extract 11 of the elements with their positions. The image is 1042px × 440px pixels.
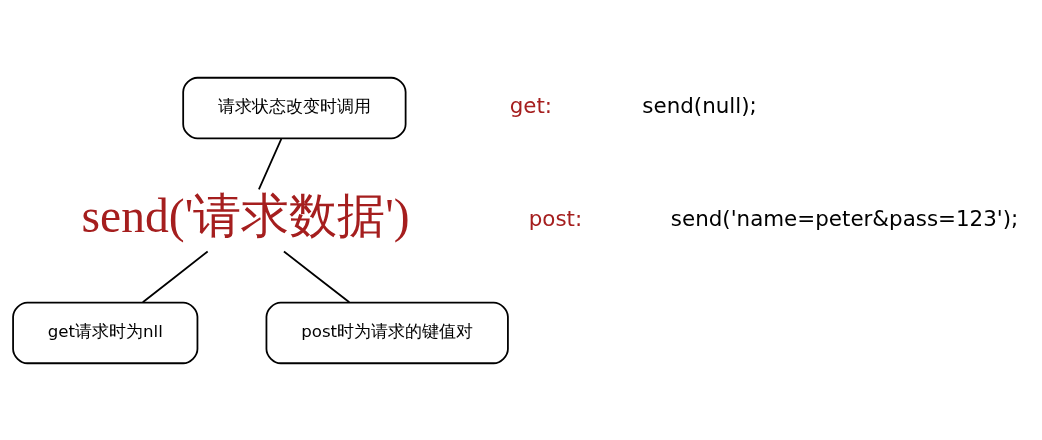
node-box: 请求状态改变时调用	[182, 76, 407, 139]
label: send(null);	[642, 92, 757, 118]
node-box: post时为请求的键值对	[265, 301, 509, 364]
node-box: get请求时为nll	[12, 301, 199, 364]
connector	[283, 250, 351, 303]
node-text: send('请求数据')	[81, 189, 410, 242]
label: post:	[528, 205, 583, 231]
label: send('name=peter&pass=123');	[670, 205, 1019, 231]
connector	[258, 137, 283, 190]
label: get:	[509, 92, 553, 118]
connector	[141, 250, 209, 303]
